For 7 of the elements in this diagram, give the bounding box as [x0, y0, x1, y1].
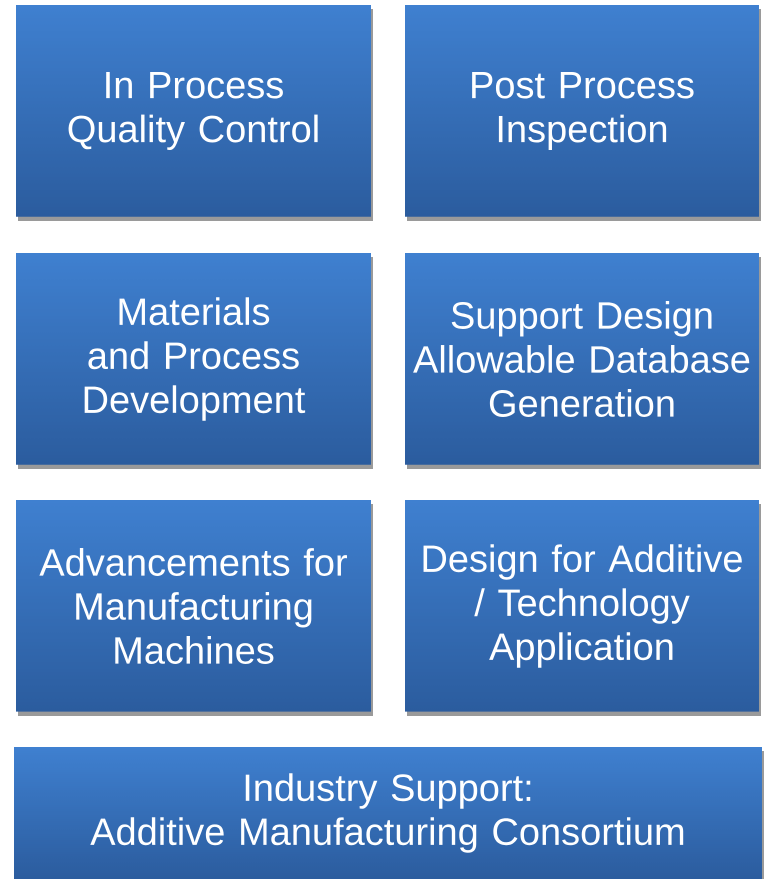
text-box: Post Process Inspection	[405, 5, 761, 221]
text-box: Materials and Process Development	[16, 253, 373, 469]
text-box: Design for Additive / Technology Application	[405, 500, 761, 716]
text-box: In Process Quality Control	[16, 5, 373, 221]
text-box: Industry Support: Additive Manufacturing Consortium	[14, 747, 764, 879]
text-box: Advancements for Manufacturing Machines	[16, 500, 373, 716]
text-box: Support Design Allowable Database Generation	[405, 253, 761, 469]
